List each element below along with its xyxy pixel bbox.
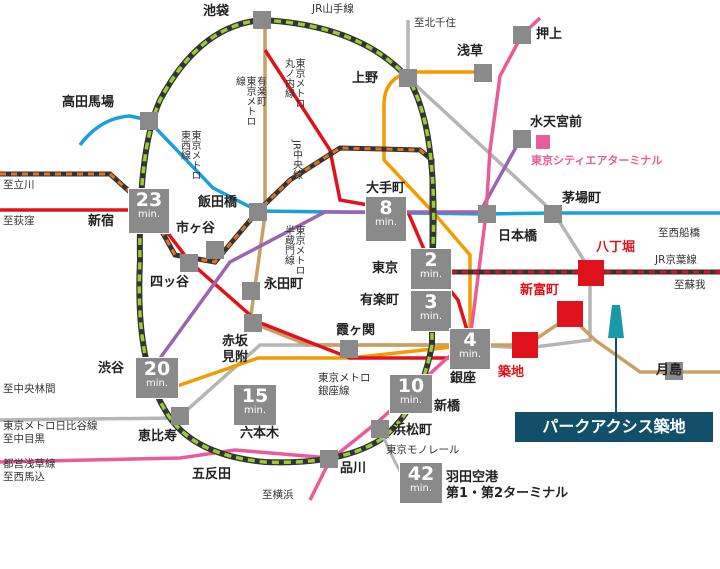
station-label-roppongi: 六本木 bbox=[240, 426, 280, 441]
direction-kita-senju: 至北千住 bbox=[414, 17, 456, 29]
station-marker-tsukishima[interactable] bbox=[665, 362, 683, 380]
line-label-yamanote: JR山手線 bbox=[312, 3, 354, 15]
station-label-shinjuku: 新宿 bbox=[88, 214, 115, 229]
station-label-nagatacho: 永田町 bbox=[264, 277, 304, 292]
station-label-ueno: 上野 bbox=[352, 71, 379, 86]
line-label-chuo: JR中央線 bbox=[290, 140, 302, 180]
station-label-oshiage: 押上 bbox=[536, 27, 563, 42]
line-label-hanzomon: 東京メトロ 半蔵門線 bbox=[282, 225, 305, 275]
station-label-ikebukuro: 池袋 bbox=[203, 4, 230, 19]
line-label-keiyo: JR京葉線 bbox=[655, 254, 697, 266]
station-marker-akasaka-mitsuke[interactable] bbox=[244, 314, 262, 332]
station-label-shinagawa: 品川 bbox=[340, 461, 367, 476]
station-label-otemachi: 大手町 bbox=[366, 181, 406, 196]
station-label-hamamatsucho: 浜松町 bbox=[393, 423, 433, 438]
station-label-shibuya: 渋谷 bbox=[98, 361, 125, 376]
station-marker-hatchobori[interactable] bbox=[578, 260, 604, 286]
line-label-hibiya: 東京メトロ日比谷線 至中目黒 bbox=[3, 420, 98, 446]
line-label-ginza: 東京メトロ 銀座線 bbox=[318, 372, 371, 398]
station-label-akasaka-mitsuke: 赤坂 見附 bbox=[222, 334, 249, 365]
station-label-haneda: 羽田空港 第1・第2ターミナル bbox=[446, 470, 569, 502]
station-marker-yotsuya[interactable] bbox=[180, 254, 198, 272]
station-label-shintomicho: 新富町 bbox=[520, 283, 560, 298]
line-label-marunouchi: 東京メトロ 丸ノ内線 bbox=[282, 58, 305, 108]
direction-soga: 至蘇我 bbox=[674, 279, 706, 291]
property-banner[interactable]: パークアクシス築地 bbox=[515, 412, 713, 442]
station-markers bbox=[140, 11, 683, 468]
direction-chuo-rinkan: 至中央林間 bbox=[3, 383, 56, 395]
direction-ogikubo: 至荻窪 bbox=[3, 215, 35, 227]
station-label-hatchobori: 八丁堀 bbox=[596, 240, 636, 255]
station-marker-ebisu[interactable] bbox=[171, 407, 189, 425]
station-label-kayabacho: 茅場町 bbox=[562, 191, 602, 206]
station-marker-shinagawa[interactable] bbox=[320, 450, 338, 468]
station-label-takadanobaba: 高田馬場 bbox=[62, 95, 115, 110]
station-marker-asakusa[interactable] bbox=[474, 64, 492, 82]
direction-nishi-funabashi: 至西船橋 bbox=[658, 227, 700, 239]
station-marker-ueno[interactable] bbox=[399, 69, 417, 87]
station-marker-nihombashi[interactable] bbox=[478, 205, 496, 223]
station-label-ichigaya: 市ヶ谷 bbox=[176, 221, 216, 236]
station-marker-hamamatsucho[interactable] bbox=[371, 420, 389, 438]
station-label-ebisu: 恵比寿 bbox=[138, 429, 178, 444]
city-air-terminal-marker[interactable] bbox=[536, 135, 550, 149]
asakusa-line-west bbox=[0, 448, 331, 464]
yamanote-line-dash bbox=[137, 18, 436, 465]
station-label-gotanda: 五反田 bbox=[192, 467, 232, 482]
station-marker-ichigaya[interactable] bbox=[206, 241, 224, 259]
station-label-yurakucho: 有楽町 bbox=[360, 293, 400, 308]
line-label-yurakucho: 有楽町 東京メトロ 線 bbox=[233, 76, 266, 126]
station-label-tsukishima: 月島 bbox=[656, 363, 683, 378]
station-label-tsukiji: 築地 bbox=[498, 365, 525, 380]
station-marker-suitengumae[interactable] bbox=[513, 130, 531, 148]
station-label-tokyo: 東京 bbox=[372, 261, 399, 276]
station-marker-tsukiji[interactable] bbox=[512, 332, 538, 358]
property-marker-icon bbox=[608, 305, 624, 338]
station-marker-oshiage[interactable] bbox=[513, 26, 531, 44]
station-label-kasumigaseki: 霞ヶ関 bbox=[336, 323, 376, 338]
direction-tachikawa: 至立川 bbox=[3, 179, 35, 191]
station-marker-nagatacho[interactable] bbox=[242, 282, 260, 300]
line-label-monorail: 東京モノレール bbox=[386, 444, 460, 456]
station-label-asakusa: 浅草 bbox=[457, 44, 484, 59]
station-marker-shintomicho[interactable] bbox=[557, 301, 583, 327]
station-marker-ikebukuro[interactable] bbox=[253, 11, 271, 29]
station-marker-takadanobaba[interactable] bbox=[140, 112, 158, 130]
yurakucho-line bbox=[248, 20, 720, 374]
direction-yokohama: 至横浜 bbox=[262, 489, 294, 501]
asakusa-line bbox=[308, 16, 542, 501]
station-marker-kayabacho[interactable] bbox=[544, 205, 562, 223]
station-label-ginza: 銀座 bbox=[450, 371, 477, 386]
station-marker-kasumigaseki[interactable] bbox=[340, 340, 358, 358]
station-marker-iidabashi[interactable] bbox=[249, 203, 267, 221]
line-label-tozai: 東京メトロ 東西線 bbox=[178, 130, 201, 180]
line-label-city-air: 東京シティエアターミナル bbox=[531, 154, 663, 167]
station-label-suitengumae: 水天宮前 bbox=[530, 115, 583, 130]
station-label-iidabashi: 飯田橋 bbox=[198, 195, 238, 210]
station-label-nihombashi: 日本橋 bbox=[498, 229, 538, 244]
station-label-yotsuya: 四ッ谷 bbox=[150, 275, 190, 290]
station-label-shimbashi: 新橋 bbox=[434, 399, 461, 414]
direction-nishi-magome: 都営浅草線 至西馬込 bbox=[3, 458, 56, 484]
